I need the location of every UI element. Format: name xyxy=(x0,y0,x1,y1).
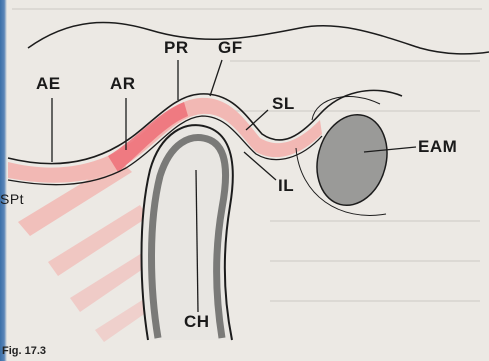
leader-gf xyxy=(210,60,222,96)
label-il: IL xyxy=(278,176,294,196)
label-eam: EAM xyxy=(418,137,457,157)
label-pt: SPt xyxy=(0,191,24,207)
eam-ellipse xyxy=(307,107,396,213)
label-gf: GF xyxy=(218,38,243,58)
label-ar: AR xyxy=(110,74,136,94)
skull-outline-curve xyxy=(28,23,489,54)
label-sl: SL xyxy=(272,94,295,114)
label-ae: AE xyxy=(36,74,61,94)
label-pr: PR xyxy=(164,38,189,58)
figure-caption: Fig. 17.3 xyxy=(2,345,46,357)
label-ch: CH xyxy=(184,312,210,332)
